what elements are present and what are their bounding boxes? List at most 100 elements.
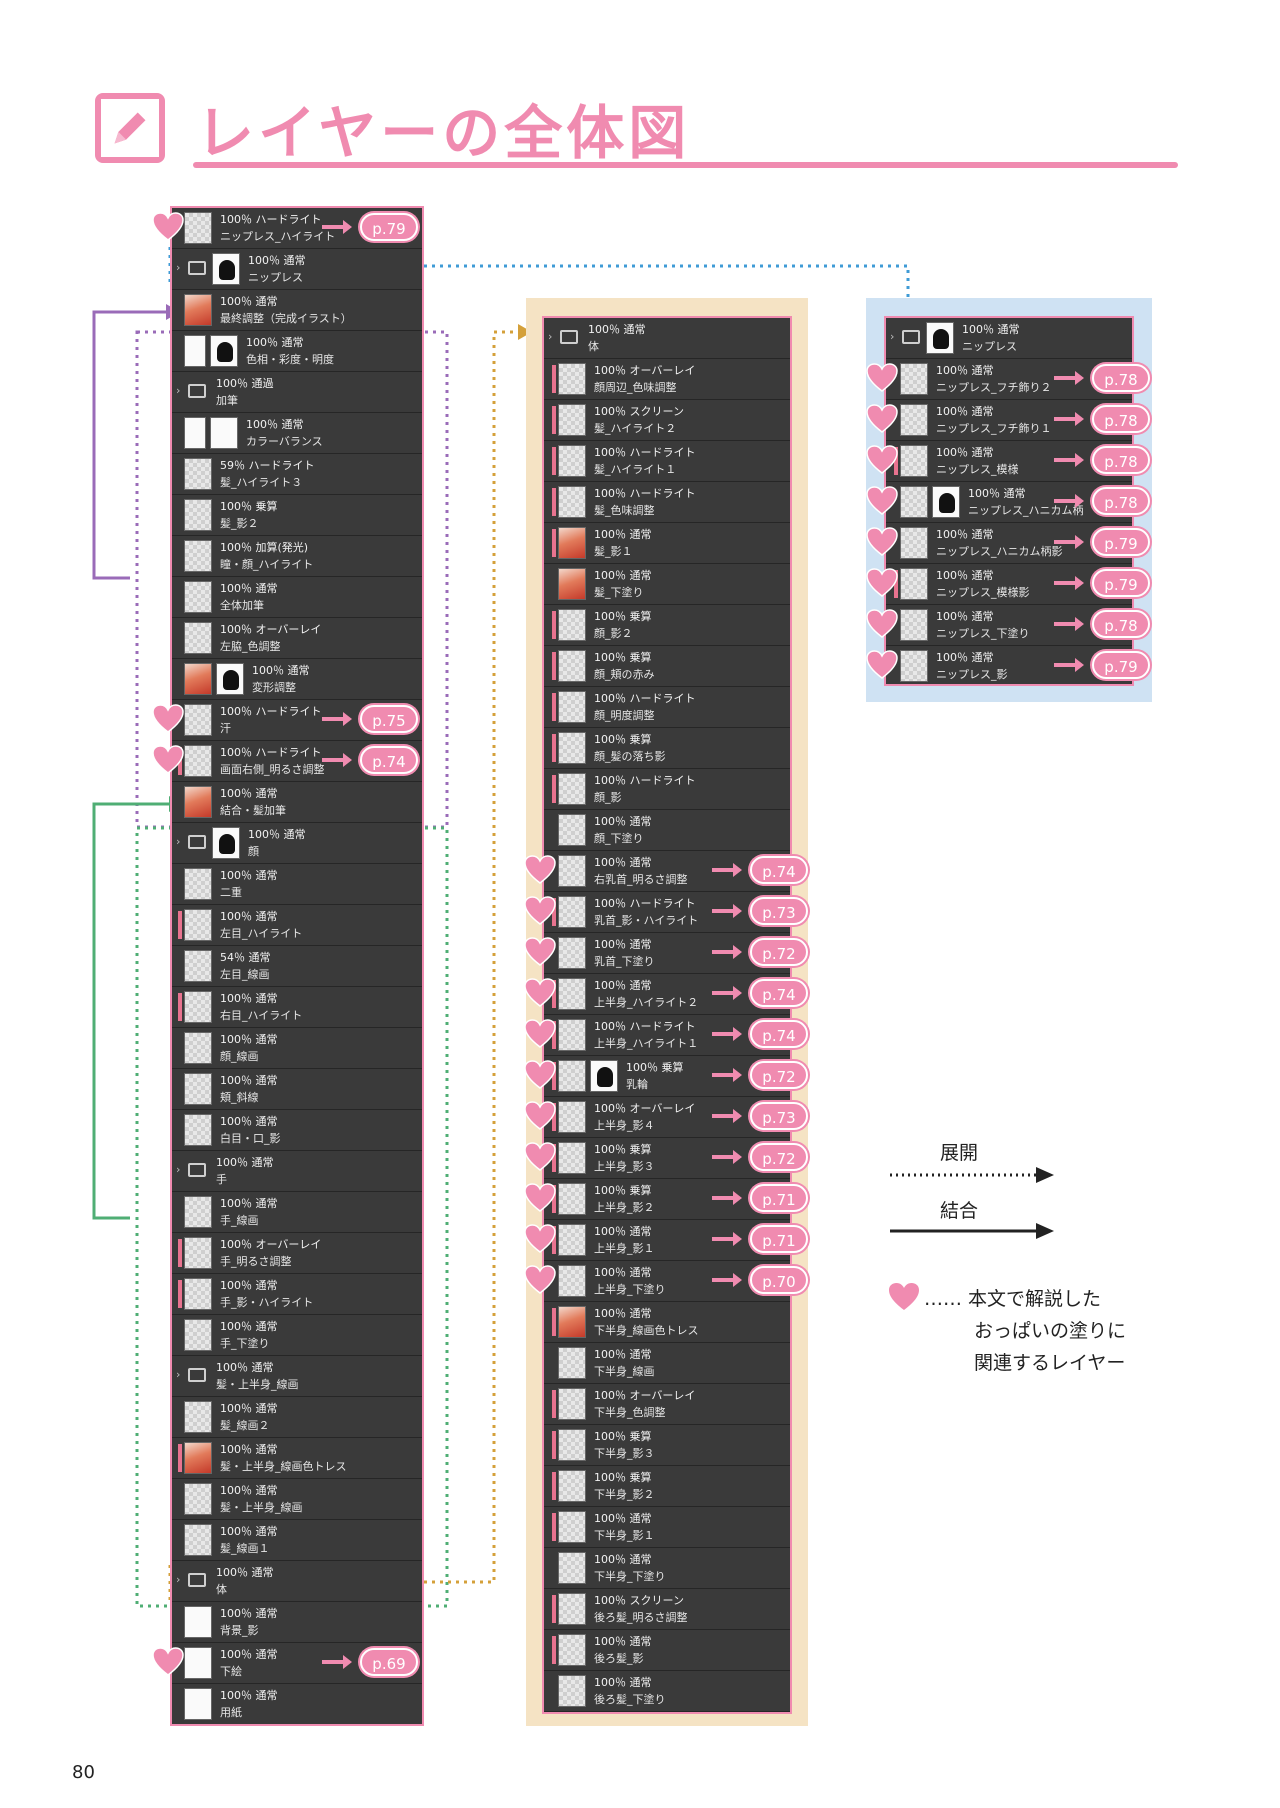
layer-folder-row[interactable]: ›100％ 通過加筆 <box>172 372 422 413</box>
layer-row[interactable]: 100％ 乗算顔_頬の赤み <box>544 646 790 687</box>
layer-row[interactable]: 100％ 通常乳首_下塗り <box>544 933 790 974</box>
layer-row[interactable]: 100％ ハードライト乳首_影・ハイライト <box>544 892 790 933</box>
layer-blend-mode: 100％ 通常 <box>588 323 646 336</box>
layer-row[interactable]: 100％ 通常手_影・ハイライト <box>172 1274 422 1315</box>
layer-row[interactable]: 100％ 通常二重 <box>172 864 422 905</box>
layer-row[interactable]: 100％ 通常右目_ハイライト <box>172 987 422 1028</box>
layer-row[interactable]: 100％ スクリーン髪_ハイライト２ <box>544 400 790 441</box>
layer-row[interactable]: 100％ 通常ニップレス_模様 <box>886 441 1132 482</box>
layer-row[interactable]: 100％ オーバーレイ左脇_色調整 <box>172 618 422 659</box>
layer-row[interactable]: 100％ 通常ニップレス_模様影 <box>886 564 1132 605</box>
layer-name: 後ろ髪_影 <box>594 1652 644 1665</box>
layer-name: 右目_ハイライト <box>220 1009 303 1022</box>
layer-row[interactable]: 100％ 通常ニップレス_下塗り <box>886 605 1132 646</box>
clipping-indicator <box>552 1431 556 1459</box>
layer-row[interactable]: 100％ 乗算顔_髪の落ち影 <box>544 728 790 769</box>
layer-row[interactable]: 54％ 通常左目_線画 <box>172 946 422 987</box>
chevron-icon[interactable]: › <box>176 1368 181 1381</box>
layer-row[interactable]: 100％ ハードライト顔_明度調整 <box>544 687 790 728</box>
layer-row[interactable]: 100％ 乗算顔_影２ <box>544 605 790 646</box>
layer-row[interactable]: 100％ 通常ニップレス_ハニカム柄影 <box>886 523 1132 564</box>
layer-row[interactable]: 100％ 乗算上半身_影３ <box>544 1138 790 1179</box>
layer-row[interactable]: 100％ 通常髪・上半身_線画色トレス <box>172 1438 422 1479</box>
layer-folder-row[interactable]: ›100％ 通常体 <box>544 318 790 359</box>
chevron-icon[interactable]: › <box>548 330 553 343</box>
chevron-icon[interactable]: › <box>176 261 181 274</box>
layer-row[interactable]: 100％ 通常手_下塗り <box>172 1315 422 1356</box>
layer-row[interactable]: 100％ 通常髪_線画１ <box>172 1520 422 1561</box>
layer-blend-mode: 100％ 通常 <box>220 1320 278 1333</box>
layer-row[interactable]: 100％ 通常顔_下塗り <box>544 810 790 851</box>
layer-row[interactable]: 100％ 乗算乳輪 <box>544 1056 790 1097</box>
layer-row[interactable]: 100％ 通常ニップレス_ハニカム柄 <box>886 482 1132 523</box>
layer-row[interactable]: 100％ 通常髪_線画２ <box>172 1397 422 1438</box>
layer-row[interactable]: 100％ オーバーレイ顔周辺_色味調整 <box>544 359 790 400</box>
layer-row[interactable]: 100％ 通常下半身_線画色トレス <box>544 1302 790 1343</box>
layer-folder-row[interactable]: ›100％ 通常顔 <box>172 823 422 864</box>
layer-row[interactable]: 100％ 通常上半身_下塗り <box>544 1261 790 1302</box>
chevron-icon[interactable]: › <box>176 384 181 397</box>
layer-row[interactable]: 100％ 通常左目_ハイライト <box>172 905 422 946</box>
layer-folder-row[interactable]: ›100％ 通常髪・上半身_線画 <box>172 1356 422 1397</box>
layer-thumbnail <box>558 732 586 764</box>
layer-row[interactable]: 100％ 通常右乳首_明るさ調整 <box>544 851 790 892</box>
folder-icon <box>902 330 920 344</box>
layer-row[interactable]: 100％ 通常用紙 <box>172 1684 422 1724</box>
layer-row[interactable]: 100％ 乗算髪_影２ <box>172 495 422 536</box>
layer-row[interactable]: 100％ 加算(発光)瞳・顔_ハイライト <box>172 536 422 577</box>
heart-icon <box>524 1018 556 1049</box>
layer-row[interactable]: 100％ 通常髪・上半身_線画 <box>172 1479 422 1520</box>
layer-row[interactable]: 100％ 通常結合・髪加筆 <box>172 782 422 823</box>
layer-row[interactable]: 100％ ハードライト顔_影 <box>544 769 790 810</box>
layer-row[interactable]: 100％ 通常顔_線画 <box>172 1028 422 1069</box>
layer-row[interactable]: 100％ 通常下半身_影１ <box>544 1507 790 1548</box>
layer-row[interactable]: 100％ 通常ニップレス_フチ飾り２ <box>886 359 1132 400</box>
heart-icon <box>524 1059 556 1090</box>
layer-row[interactable]: 100％ 通常上半身_影１ <box>544 1220 790 1261</box>
layer-row[interactable]: 100％ 通常白目・口_影 <box>172 1110 422 1151</box>
layer-folder-row[interactable]: ›100％ 通常ニップレス <box>886 318 1132 359</box>
layer-folder-row[interactable]: ›100％ 通常手 <box>172 1151 422 1192</box>
layer-row[interactable]: 100％ 通常手_線画 <box>172 1192 422 1233</box>
layer-row[interactable]: 100％ ハードライト髪_ハイライト１ <box>544 441 790 482</box>
layer-row[interactable]: 100％ 通常後ろ髪_影 <box>544 1630 790 1671</box>
chevron-icon[interactable]: › <box>176 1163 181 1176</box>
layer-row[interactable]: 100％ ハードライト上半身_ハイライト１ <box>544 1015 790 1056</box>
layer-row[interactable]: 100％ 通常上半身_ハイライト２ <box>544 974 790 1015</box>
layer-row[interactable]: 100％ ハードライト髪_色味調整 <box>544 482 790 523</box>
chevron-icon[interactable]: › <box>176 835 181 848</box>
chevron-icon[interactable]: › <box>176 1573 181 1586</box>
chevron-icon[interactable]: › <box>890 330 895 343</box>
layer-row[interactable]: 100％ 通常ニップレス_影 <box>886 646 1132 684</box>
layer-row[interactable]: 100％ 乗算上半身_影２ <box>544 1179 790 1220</box>
layer-row[interactable]: 100％ 通常髪_下塗り <box>544 564 790 605</box>
layer-row[interactable]: 100％ オーバーレイ手_明るさ調整 <box>172 1233 422 1274</box>
layer-row[interactable]: 100％ 通常頬_斜線 <box>172 1069 422 1110</box>
layer-row[interactable]: 100％ 通常下絵 <box>172 1643 422 1684</box>
layer-name: 髪_影２ <box>220 517 259 530</box>
layer-row[interactable]: 100％ 通常後ろ髪_下塗り <box>544 1671 790 1712</box>
layer-row[interactable]: 100％ スクリーン後ろ髪_明るさ調整 <box>544 1589 790 1630</box>
layer-row[interactable]: 100％ ハードライト汗 <box>172 700 422 741</box>
layer-row[interactable]: 100％ オーバーレイ下半身_色調整 <box>544 1384 790 1425</box>
layer-row[interactable]: 100％ 通常変形調整 <box>172 659 422 700</box>
layer-name: ニップレス_下塗り <box>936 627 1030 640</box>
layer-row[interactable]: 100％ ハードライトニップレス_ハイライト <box>172 208 422 249</box>
layer-row[interactable]: 100％ オーバーレイ上半身_影４ <box>544 1097 790 1138</box>
layer-row[interactable]: 100％ 通常色相・彩度・明度 <box>172 331 422 372</box>
layer-row[interactable]: 100％ 乗算下半身_影３ <box>544 1425 790 1466</box>
layer-blend-mode: 100％ 乗算 <box>594 610 652 623</box>
layer-row[interactable]: 59％ ハードライト髪_ハイライト３ <box>172 454 422 495</box>
layer-row[interactable]: 100％ 通常ニップレス_フチ飾り１ <box>886 400 1132 441</box>
layer-row[interactable]: 100％ 通常下半身_下塗り <box>544 1548 790 1589</box>
layer-name: 画面右側_明るさ調整 <box>220 763 325 776</box>
layer-row[interactable]: 100％ 通常最終調整（完成イラスト） <box>172 290 422 331</box>
layer-row[interactable]: 100％ 通常下半身_線画 <box>544 1343 790 1384</box>
layer-row[interactable]: 100％ 乗算下半身_影２ <box>544 1466 790 1507</box>
layer-row[interactable]: 100％ 通常背景_影 <box>172 1602 422 1643</box>
layer-row[interactable]: 100％ 通常カラーバランス <box>172 413 422 454</box>
layer-folder-row[interactable]: ›100％ 通常体 <box>172 1561 422 1602</box>
layer-row[interactable]: 100％ 通常髪_影１ <box>544 523 790 564</box>
layer-row[interactable]: 100％ 通常全体加筆 <box>172 577 422 618</box>
layer-folder-row[interactable]: ›100％ 通常ニップレス <box>172 249 422 290</box>
